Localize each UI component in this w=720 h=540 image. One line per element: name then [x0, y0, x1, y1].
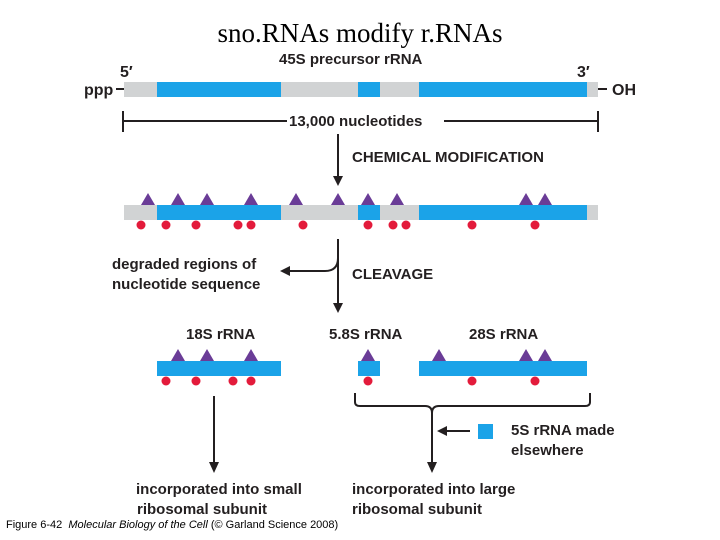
- modified-18s-segment: [157, 205, 281, 220]
- step-cleavage: CLEAVAGE: [352, 266, 433, 283]
- methylation-triangle: [432, 349, 446, 361]
- fives-rrna-square: [478, 424, 493, 439]
- caption-credit: (© Garland Science 2008): [210, 519, 339, 531]
- precursor-28s-segment: [419, 82, 587, 97]
- pseudouridylation-dot: [363, 220, 373, 230]
- methylation-triangle: [519, 349, 533, 361]
- methylation-triangle: [200, 193, 214, 205]
- small-subunit-arrowhead: [209, 462, 219, 473]
- pseudouridylation-dot: [233, 220, 243, 230]
- methylation-triangle: [331, 193, 345, 205]
- pseudouridylation-dot: [401, 220, 411, 230]
- pseudouridylation-dot: [298, 220, 308, 230]
- pseudouridylation-dot: [388, 220, 398, 230]
- pseudouridylation-dot: [530, 220, 540, 230]
- pseudouridylation-dot: [228, 376, 238, 386]
- slide-title: sno.RNAs modify r.RNAs: [217, 18, 503, 48]
- product-58s-bar: [358, 361, 380, 376]
- pseudouridylation-dot: [191, 376, 201, 386]
- ppp-label: ppp: [84, 82, 114, 99]
- figure-caption: Figure 6-42 Molecular Biology of the Cel…: [6, 519, 338, 531]
- large-subunit-bracket: [354, 393, 591, 462]
- small-subunit-label-line2: ribosomal subunit: [137, 501, 267, 518]
- methylation-triangle: [538, 193, 552, 205]
- pseudouridylation-dot: [246, 376, 256, 386]
- methylation-triangle: [538, 349, 552, 361]
- pseudouridylation-dot: [467, 220, 477, 230]
- methylation-triangle: [244, 193, 258, 205]
- product-18s-label: 18S rRNA: [186, 326, 255, 343]
- modified-dots: [136, 220, 540, 230]
- precursor-18s-segment: [157, 82, 281, 97]
- methylation-triangle: [171, 193, 185, 205]
- modified-58s-segment: [358, 205, 380, 220]
- fives-label-line1: 5S rRNA made: [511, 422, 615, 439]
- product-28s-label: 28S rRNA: [469, 326, 538, 343]
- methylation-triangle: [289, 193, 303, 205]
- product-triangles: [171, 349, 552, 361]
- large-subunit-label-line1: incorporated into large: [352, 481, 515, 498]
- five-prime-label: 5′: [120, 64, 133, 81]
- degraded-label-line1: degraded regions of: [112, 256, 257, 273]
- three-prime-label: 3′: [577, 64, 590, 81]
- pseudouridylation-dot: [246, 220, 256, 230]
- product-58s-label: 5.8S rRNA: [329, 326, 403, 343]
- fives-label-line2: elsewhere: [511, 442, 584, 459]
- methylation-triangle: [141, 193, 155, 205]
- pseudouridylation-dot: [363, 376, 373, 386]
- length-label: 13,000 nucleotides: [289, 113, 422, 130]
- methylation-triangle: [244, 349, 258, 361]
- methylation-triangle: [361, 193, 375, 205]
- caption-figure-number: Figure 6-42: [6, 519, 63, 531]
- methylation-triangle: [390, 193, 404, 205]
- oh-label: OH: [612, 82, 636, 99]
- product-28s-bar: [419, 361, 587, 376]
- small-subunit-label-line1: incorporated into small: [136, 481, 302, 498]
- precursor-58s-segment: [358, 82, 380, 97]
- methylation-triangle: [361, 349, 375, 361]
- cleavage-arrowhead: [333, 303, 343, 313]
- modified-triangles: [141, 193, 552, 205]
- modification-arrowhead: [333, 176, 343, 186]
- pseudouridylation-dot: [191, 220, 201, 230]
- product-dots: [161, 376, 540, 386]
- length-bracket: [122, 111, 599, 132]
- pseudouridylation-dot: [161, 220, 171, 230]
- large-subunit-arrowhead: [427, 462, 437, 473]
- caption-book-title: Molecular Biology of the Cell: [68, 519, 208, 531]
- methylation-triangle: [200, 349, 214, 361]
- pseudouridylation-dot: [136, 220, 146, 230]
- pseudouridylation-dot: [161, 376, 171, 386]
- pseudouridylation-dot: [467, 376, 477, 386]
- step-chemical-modification: CHEMICAL MODIFICATION: [352, 149, 544, 166]
- degraded-branch-arrow: [290, 257, 339, 272]
- precursor-label: 45S precursor rRNA: [279, 51, 423, 68]
- pseudouridylation-dot: [530, 376, 540, 386]
- fives-arrowhead: [437, 426, 447, 436]
- methylation-triangle: [171, 349, 185, 361]
- large-subunit-label-line2: ribosomal subunit: [352, 501, 482, 518]
- degraded-arrowhead: [280, 266, 290, 276]
- product-18s-bar: [157, 361, 281, 376]
- modified-28s-segment: [419, 205, 587, 220]
- degraded-label-line2: nucleotide sequence: [112, 276, 260, 293]
- methylation-triangle: [519, 193, 533, 205]
